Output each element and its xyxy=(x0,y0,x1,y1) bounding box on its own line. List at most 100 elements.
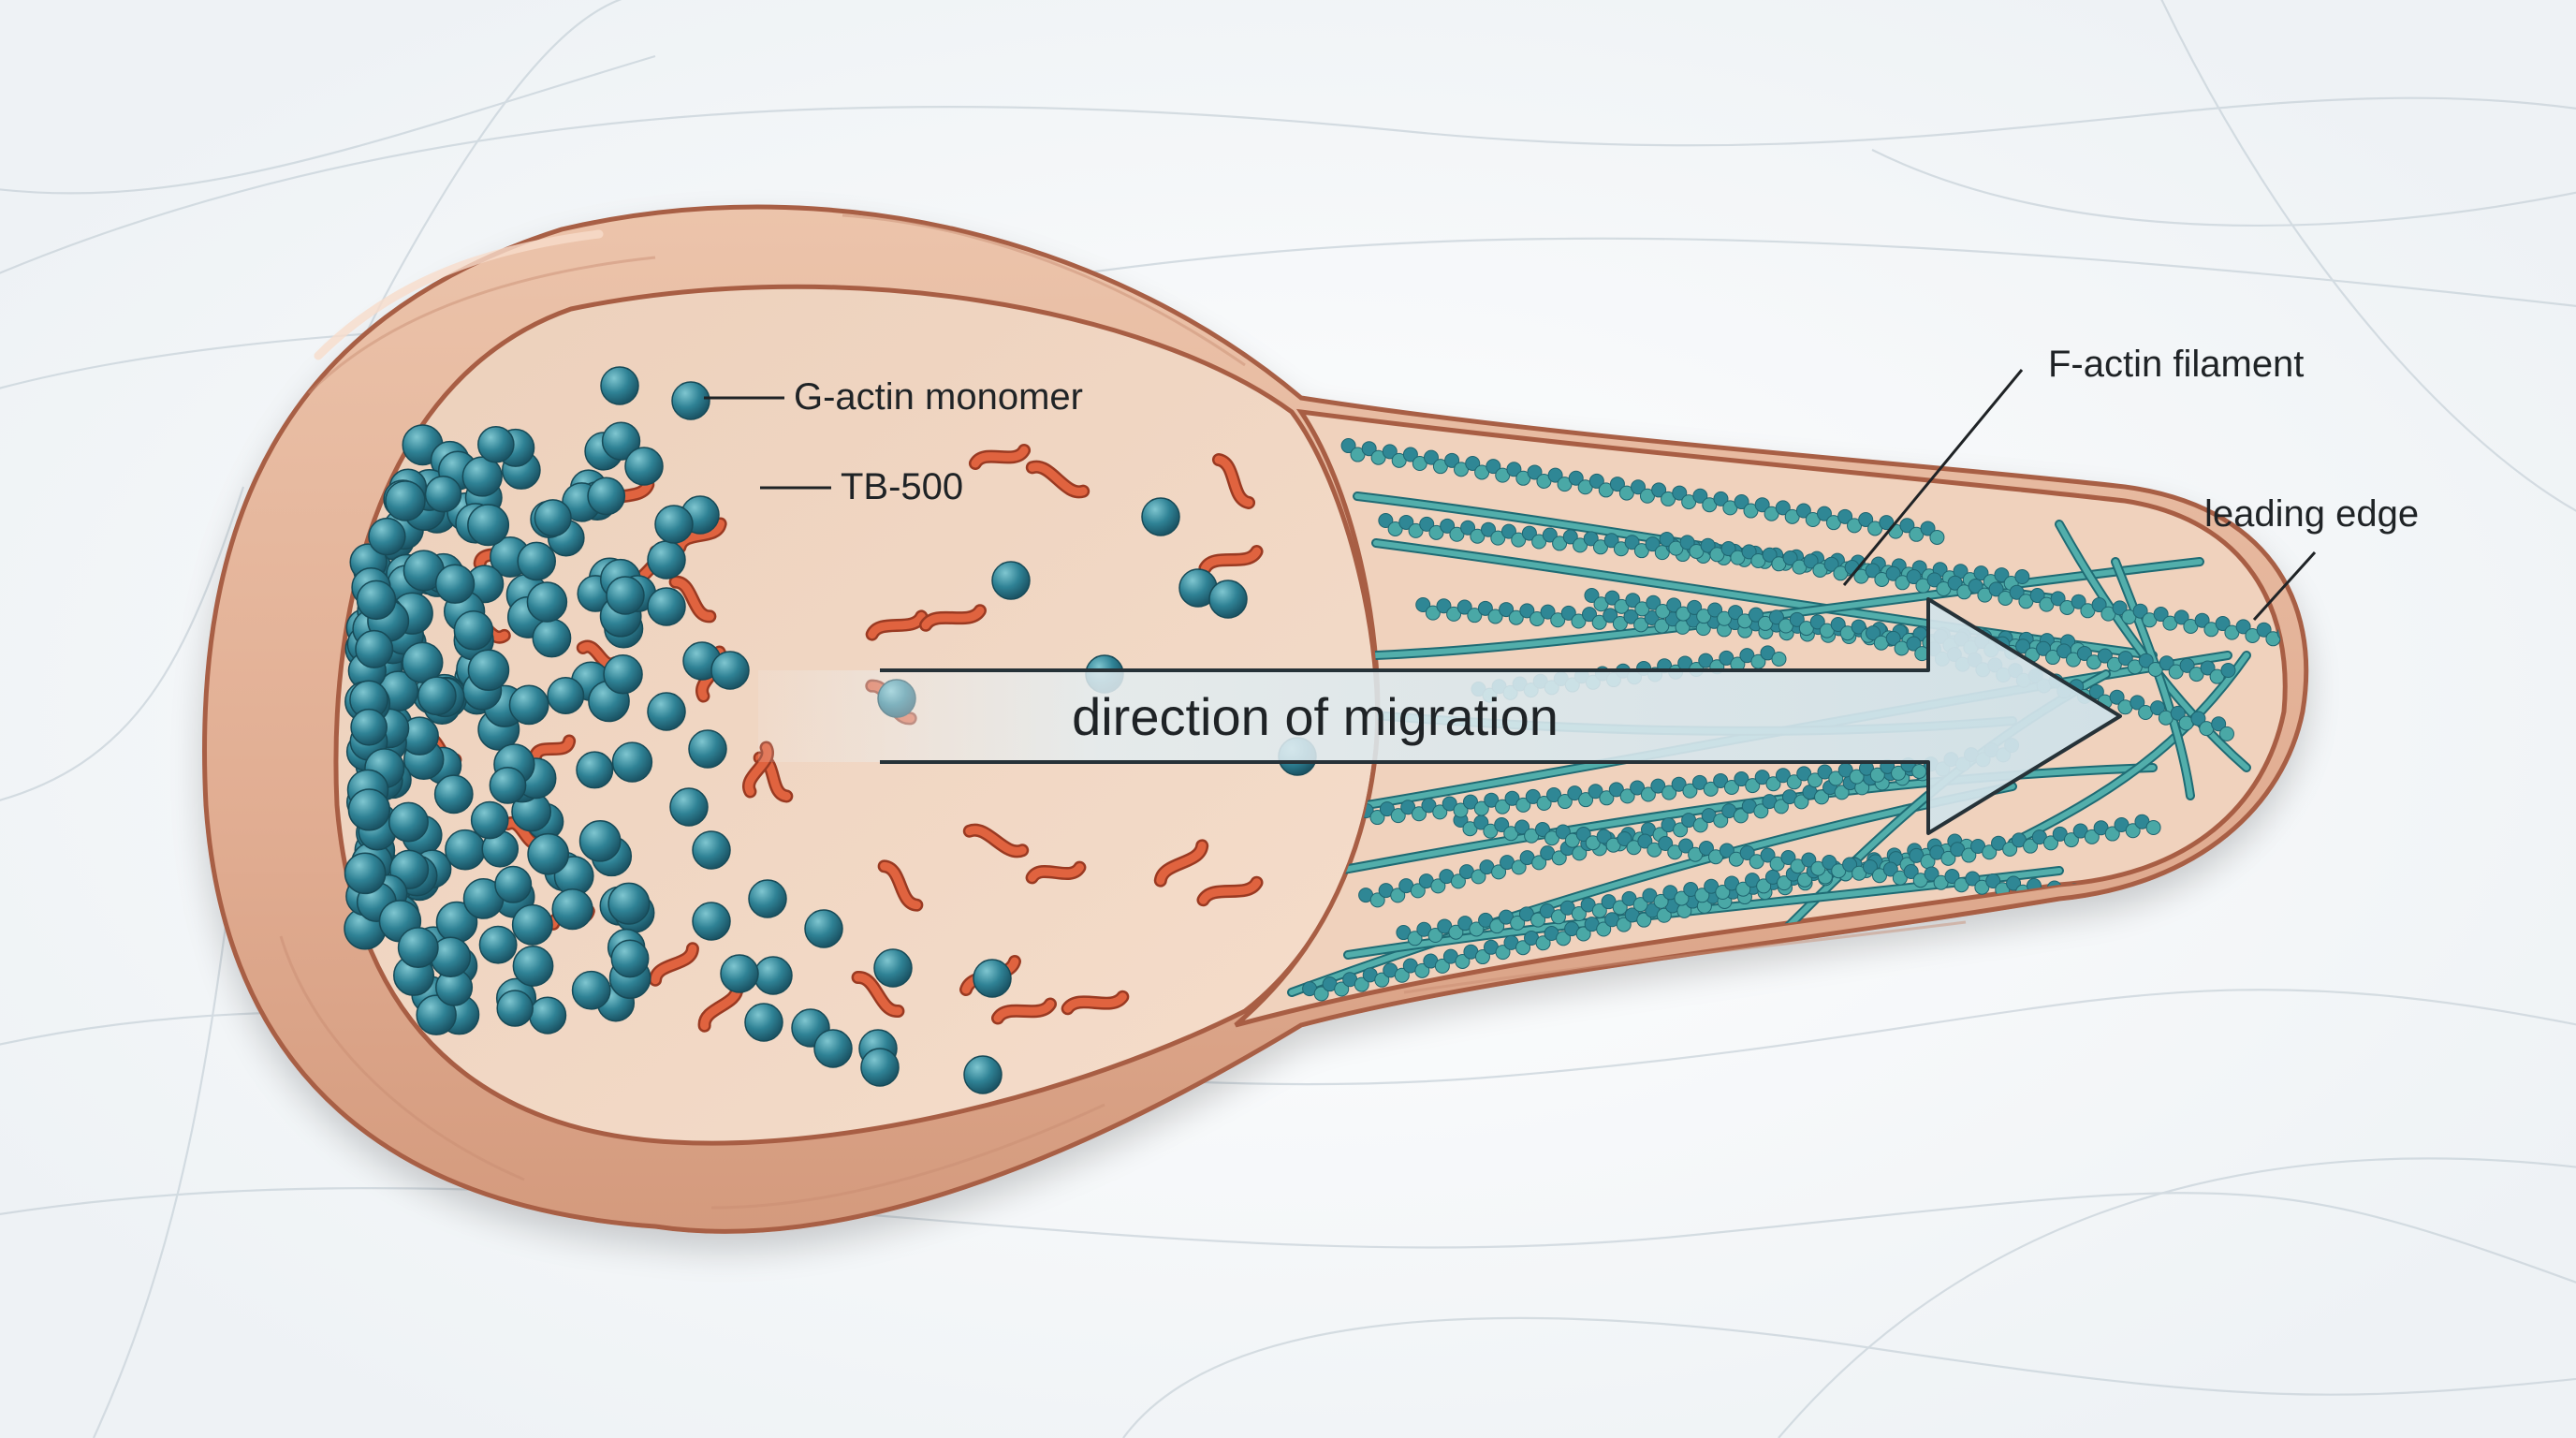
f-actin-subunit xyxy=(2056,643,2071,659)
f-actin-subunit xyxy=(1624,535,1640,550)
f-actin-subunit xyxy=(1734,771,1749,787)
f-actin-subunit xyxy=(1378,513,1394,529)
f-actin-subunit xyxy=(1588,473,1604,489)
g-actin-sphere xyxy=(1208,580,1248,619)
f-actin-subunit xyxy=(1494,817,1510,833)
f-actin-subunit xyxy=(1334,981,1350,997)
f-actin-subunit xyxy=(1474,949,1490,965)
tb500-ribbon-body xyxy=(1200,547,1262,573)
f-actin-subunit xyxy=(1650,778,1666,794)
f-actin-subunit xyxy=(1656,907,1672,923)
callout-f-actin: F-actin filament xyxy=(1842,344,2304,586)
f-actin-subunit xyxy=(1654,618,1670,634)
f-actin-subunit xyxy=(1583,531,1599,547)
g-actin-sphere xyxy=(873,948,913,988)
tb500-ribbon-body xyxy=(531,737,574,761)
f-actin-subunit xyxy=(1508,609,1524,625)
f-actin-subunit xyxy=(1616,917,1632,932)
tb500-ribbon xyxy=(877,859,924,912)
f-actin-subunit xyxy=(2002,841,2018,857)
g-actin-sphere xyxy=(424,475,462,513)
tb500-ribbon-body xyxy=(675,520,725,551)
f-actin-subunit xyxy=(1407,931,1423,946)
g-actin-sphere xyxy=(600,366,639,405)
f-actin-subunit xyxy=(1703,781,1719,797)
f-actin-subunit xyxy=(1499,602,1515,618)
g-actin-sphere xyxy=(526,581,568,623)
f-actin-subunit xyxy=(1777,875,1793,891)
f-actin-subunit xyxy=(2150,700,2166,716)
f-actin-subunit xyxy=(2117,651,2133,667)
f-actin-subunit xyxy=(1961,847,1977,863)
g-actin-sphere xyxy=(467,649,510,692)
f-actin-subunit xyxy=(1633,617,1649,633)
f-actin-subunit xyxy=(1444,452,1460,468)
f-actin-subunit xyxy=(1646,594,1661,610)
callout-g-actin: G-actin monomer xyxy=(704,376,1083,418)
f-actin-subunit xyxy=(1842,857,1858,873)
f-actin-subunit xyxy=(1400,800,1416,815)
f-actin-subunit xyxy=(1644,609,1660,625)
g-actin-sphere xyxy=(402,641,444,683)
f-actin-subunit xyxy=(1449,526,1465,542)
f-actin-subunit xyxy=(1612,900,1628,916)
f-actin-subunit xyxy=(1379,801,1395,817)
f-actin-subunit xyxy=(1527,464,1543,480)
tb500-ribbon-body xyxy=(921,606,985,630)
leading-edge-label: leading edge xyxy=(2204,493,2419,535)
f-actin-subunit xyxy=(1609,477,1625,492)
f-actin-subunit xyxy=(1571,906,1587,922)
f-actin-subunit xyxy=(1495,945,1511,961)
f-actin-subunit xyxy=(1515,797,1531,813)
f-actin-subunit xyxy=(1557,794,1573,810)
f-actin-subunit xyxy=(1741,544,1757,560)
f-actin-subunit xyxy=(1455,953,1471,969)
g-actin-sphere xyxy=(417,676,457,716)
f-actin-subunit xyxy=(1369,810,1385,826)
f-actin-subunit xyxy=(1481,521,1497,537)
f-actin-subunit xyxy=(2170,705,2186,721)
f-actin-subunit xyxy=(1830,616,1846,632)
f-actin-subunit xyxy=(1525,788,1541,804)
f-actin-subunit xyxy=(1782,550,1798,566)
g-actin-sphere xyxy=(368,517,406,556)
f-actin-subunit xyxy=(1415,597,1431,613)
f-actin-subunit xyxy=(2220,663,2236,679)
f-actin-subunit xyxy=(1387,521,1403,536)
f-actin-subunit xyxy=(1546,787,1562,803)
migration-arrow: direction of migration xyxy=(758,597,2122,835)
f-actin-subunit xyxy=(1432,804,1448,820)
f-actin-subunit xyxy=(2211,716,2227,732)
f-actin-subunit xyxy=(1968,579,1983,594)
f-actin-subunit xyxy=(1903,864,1919,880)
f-actin-subunit xyxy=(1531,855,1547,871)
f-actin-subunit xyxy=(1698,841,1714,857)
g-actin-sphere xyxy=(720,954,759,993)
f-actin-subunit xyxy=(2215,616,2231,632)
f-actin-subunit xyxy=(1469,921,1485,937)
f-actin-subunit xyxy=(1687,599,1703,615)
f-actin-subunit xyxy=(1489,918,1505,934)
tb500-ribbon xyxy=(919,604,987,632)
tb500-ribbon-body xyxy=(971,446,1029,468)
g-actin-sphere xyxy=(654,505,694,544)
g-actin-sphere xyxy=(445,829,486,871)
g-actin-sphere xyxy=(692,902,731,941)
f-actin-subunit xyxy=(1591,614,1607,630)
arrow-label: direction of migration xyxy=(1072,687,1559,746)
g-actin-sphere xyxy=(434,564,476,604)
f-actin-subunit xyxy=(1536,795,1552,811)
f-actin-subunit xyxy=(1929,529,1945,545)
f-actin-subunit xyxy=(1596,921,1612,937)
f-actin-subunit xyxy=(1692,488,1708,504)
f-actin-subunit xyxy=(2235,619,2251,635)
membrane-texture xyxy=(279,213,1967,1210)
f-actin-subunit xyxy=(1809,614,1825,630)
f-actin-subunit xyxy=(1623,609,1639,624)
f-actin-subunit xyxy=(1780,850,1796,866)
g-actin-sphere xyxy=(470,800,509,840)
f-actin-subunit xyxy=(1487,609,1503,624)
f-actin-subunit xyxy=(1530,912,1546,928)
f-actin-subunit xyxy=(1739,845,1755,861)
f-actin-subunit xyxy=(1423,449,1439,465)
